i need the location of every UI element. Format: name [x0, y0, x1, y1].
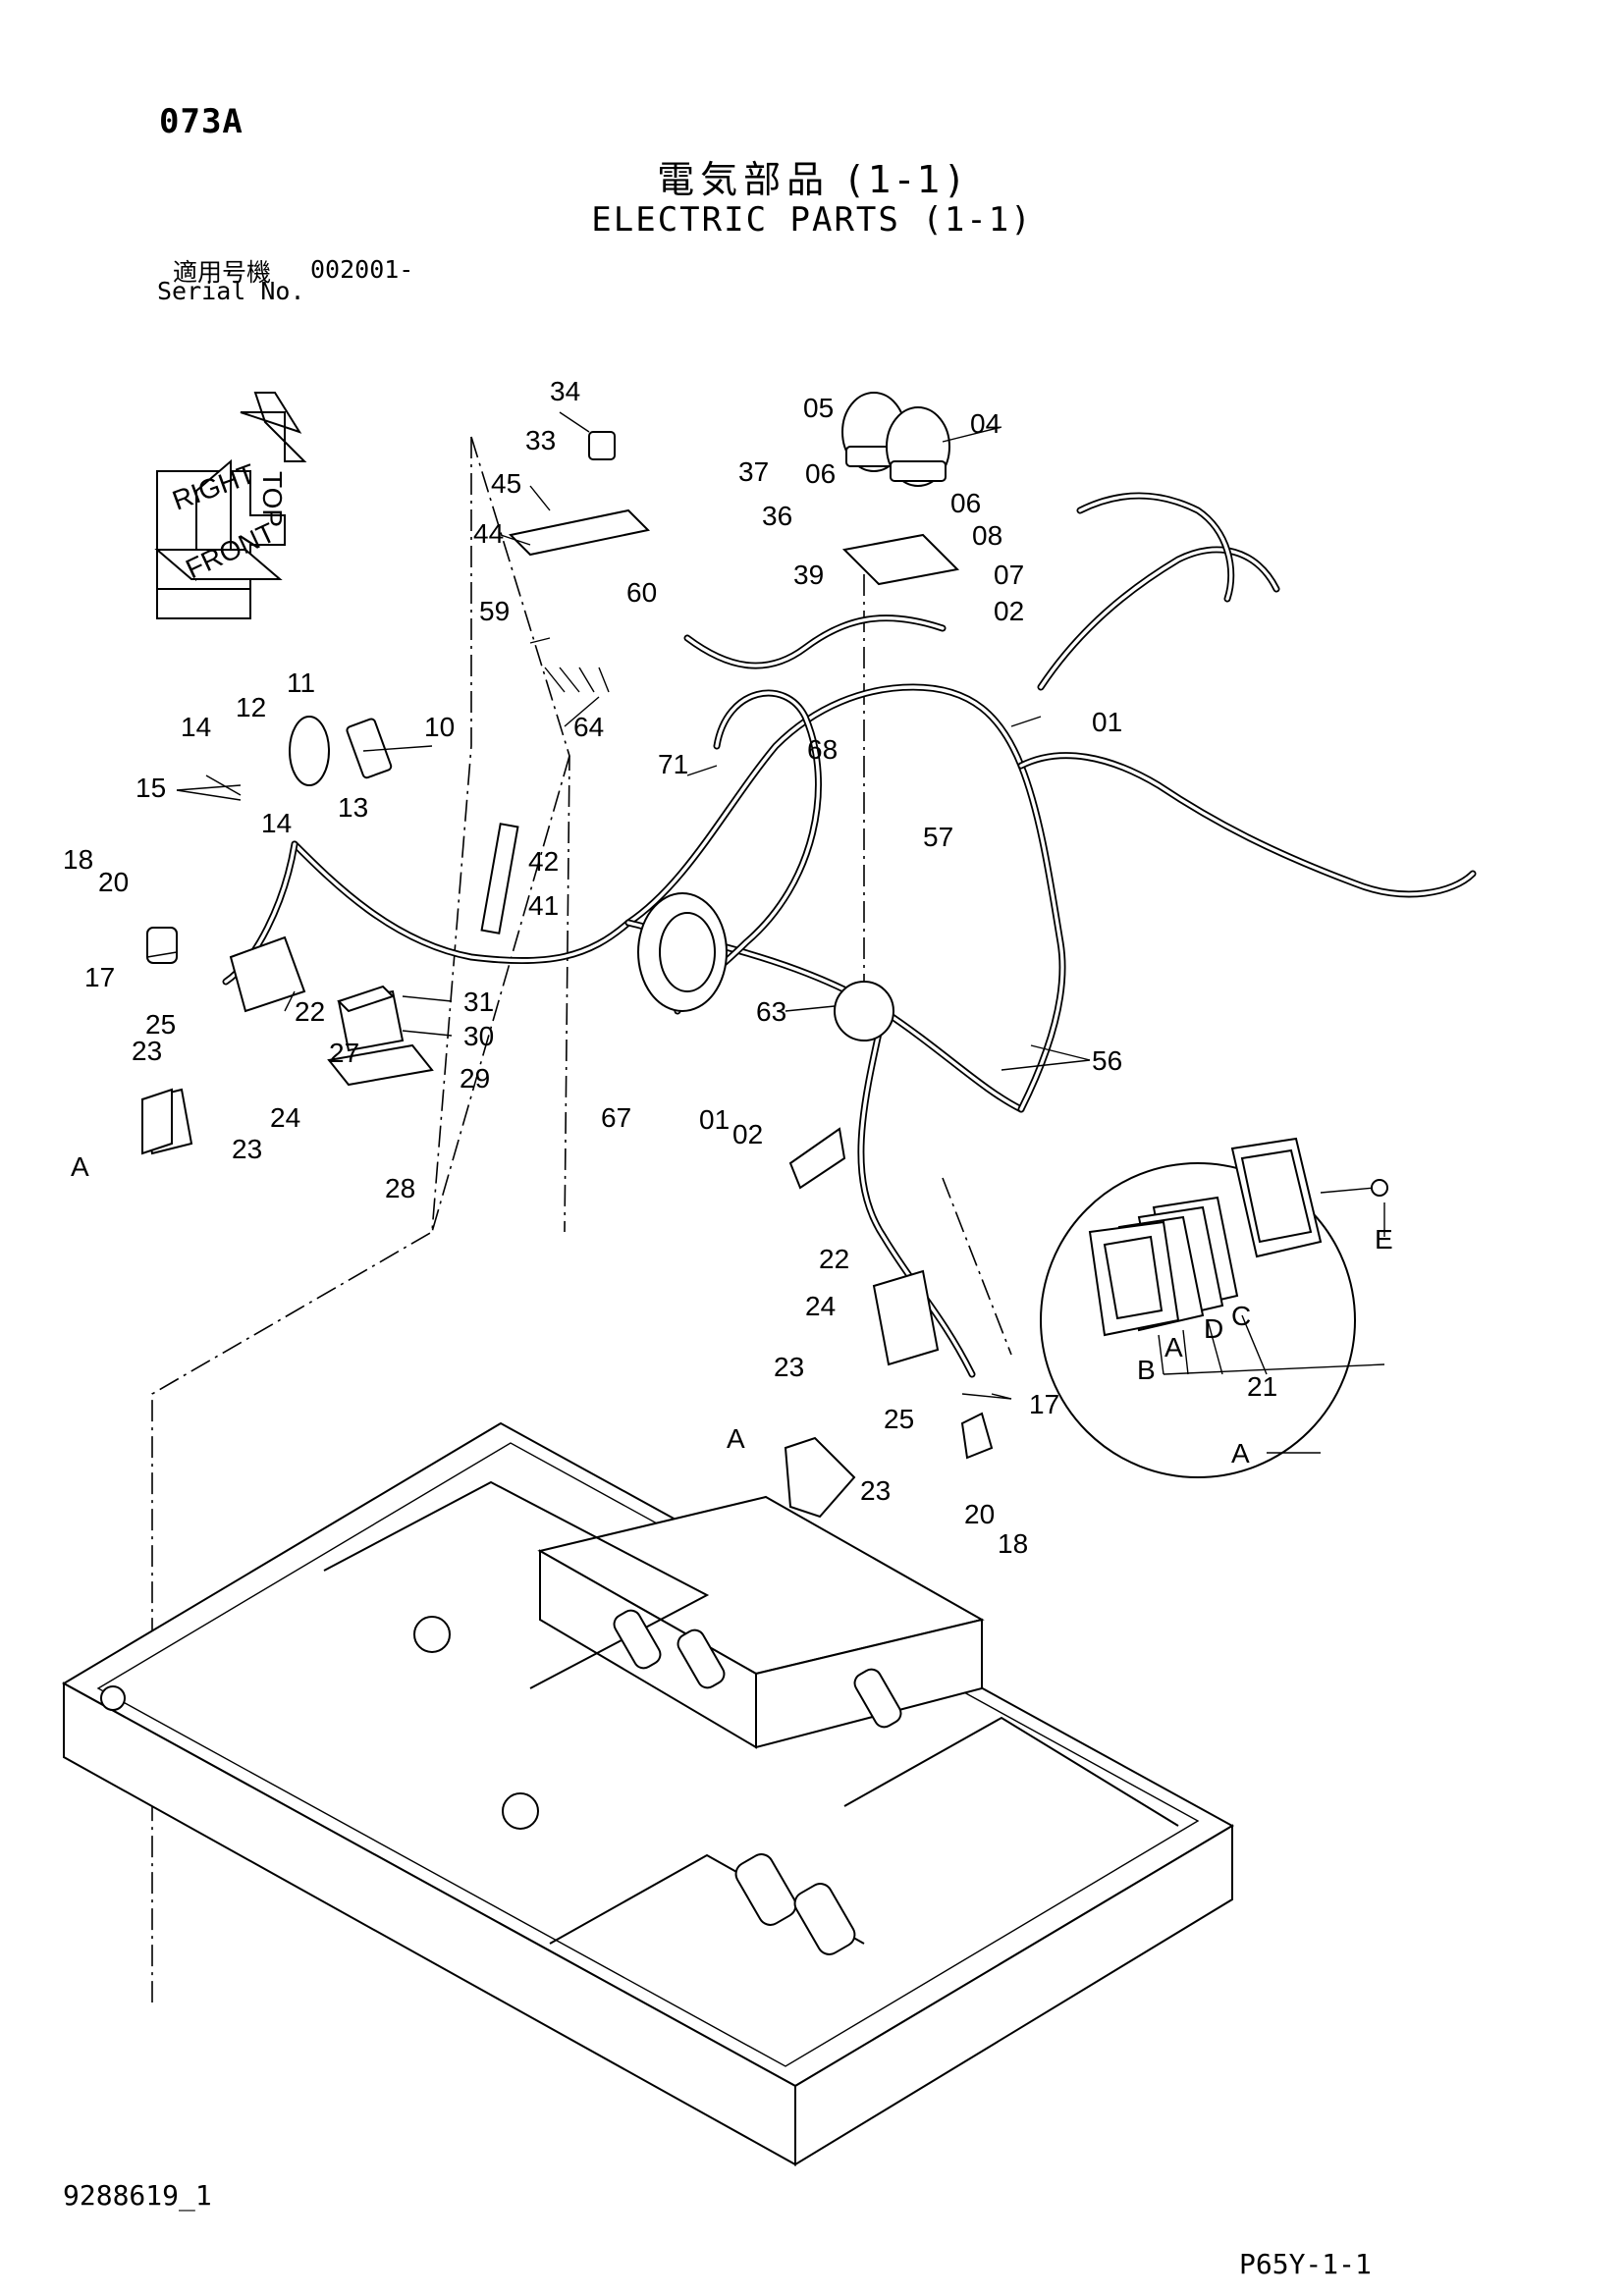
- callout-68: 68: [807, 734, 838, 765]
- callout-05: 05: [803, 393, 834, 423]
- callout-a-detail: A: [1164, 1332, 1183, 1362]
- callout-d: D: [1204, 1313, 1223, 1344]
- callout-42: 42: [528, 846, 559, 877]
- callout-22b: 22: [819, 1244, 849, 1274]
- callout-45: 45: [491, 468, 521, 499]
- callout-22a: 22: [295, 996, 325, 1027]
- callout-01b: 01: [699, 1104, 730, 1135]
- page-code: 073A: [159, 102, 244, 141]
- callout-20a: 20: [98, 867, 129, 897]
- callout-30: 30: [463, 1021, 494, 1051]
- callout-33: 33: [525, 425, 556, 455]
- callout-b: B: [1137, 1355, 1156, 1385]
- callout-44: 44: [473, 518, 504, 549]
- callout-a-mid: A: [727, 1423, 745, 1454]
- callout-07: 07: [994, 560, 1024, 590]
- callout-02a: 02: [994, 596, 1024, 626]
- callout-06a: 06: [805, 458, 836, 489]
- callout-a-circle: A: [1231, 1438, 1250, 1468]
- callout-14b: 14: [261, 808, 292, 838]
- callout-64: 64: [573, 712, 604, 742]
- callout-02b: 02: [732, 1119, 763, 1149]
- callout-23b: 23: [232, 1134, 262, 1164]
- leader-lines: [146, 411, 1385, 1454]
- serial-label-japanese: 適用号機: [173, 258, 272, 287]
- callout-41: 41: [528, 890, 559, 921]
- callout-17a: 17: [84, 962, 115, 992]
- callout-labels: 34 33 45 44 59 60 64 37 36 39 05 04 06 0…: [63, 376, 1393, 1559]
- upper-frame: [61, 1421, 1235, 2166]
- callout-71: 71: [658, 749, 688, 779]
- title-english: ELECTRIC PARTS (1-1): [591, 200, 1033, 240]
- callout-59: 59: [479, 596, 510, 626]
- callout-36: 36: [762, 501, 792, 531]
- callout-25b: 25: [884, 1404, 914, 1434]
- callout-23c: 23: [774, 1352, 804, 1382]
- callout-67: 67: [601, 1102, 631, 1133]
- callout-27: 27: [329, 1038, 359, 1068]
- parts: [140, 392, 994, 1519]
- serial-label-english: Serial No.: [157, 277, 305, 305]
- callout-34: 34: [550, 376, 580, 406]
- serial-value: 002001-: [310, 255, 414, 284]
- callout-e: E: [1375, 1224, 1393, 1255]
- callout-39: 39: [793, 560, 824, 590]
- callout-23d: 23: [860, 1475, 891, 1506]
- callout-15: 15: [135, 773, 166, 803]
- callout-24b: 24: [805, 1291, 836, 1321]
- callout-08: 08: [972, 520, 1002, 551]
- callout-28: 28: [385, 1173, 415, 1203]
- callout-29: 29: [460, 1063, 490, 1094]
- callout-11: 11: [287, 667, 315, 698]
- callout-37: 37: [738, 456, 769, 487]
- callout-21: 21: [1247, 1371, 1277, 1402]
- callout-13: 13: [338, 792, 368, 823]
- callout-a-left: A: [71, 1151, 89, 1182]
- orientation-symbol: TOP RIGHT FRONT: [154, 392, 307, 619]
- callout-c: C: [1231, 1301, 1251, 1331]
- callout-17b: 17: [1029, 1389, 1059, 1419]
- callout-56: 56: [1092, 1045, 1122, 1076]
- callout-25a: 25: [145, 1009, 176, 1040]
- detail-view-a: [1040, 1137, 1388, 1478]
- callout-18b: 18: [998, 1528, 1028, 1559]
- orientation-top-label: TOP: [257, 471, 288, 527]
- callout-14a: 14: [181, 712, 211, 742]
- callout-20b: 20: [964, 1499, 995, 1529]
- title-japanese: 電気部品 (1-1): [657, 158, 967, 201]
- callout-31: 31: [463, 987, 494, 1017]
- callout-06b: 06: [950, 488, 981, 518]
- callout-01a: 01: [1092, 707, 1122, 737]
- callout-12: 12: [236, 692, 266, 722]
- callout-04: 04: [970, 408, 1001, 439]
- callout-24a: 24: [270, 1102, 300, 1133]
- callout-18a: 18: [63, 844, 93, 875]
- page-reference: P65Y-1-1: [1239, 2248, 1372, 2280]
- callout-23a: 23: [132, 1036, 162, 1066]
- callout-63: 63: [756, 996, 786, 1027]
- document-number: 9288619_1: [63, 2179, 212, 2212]
- callout-60: 60: [626, 577, 657, 608]
- callout-57: 57: [923, 822, 953, 852]
- callout-10: 10: [424, 712, 455, 742]
- assembly-guide-lines: [151, 436, 1012, 2002]
